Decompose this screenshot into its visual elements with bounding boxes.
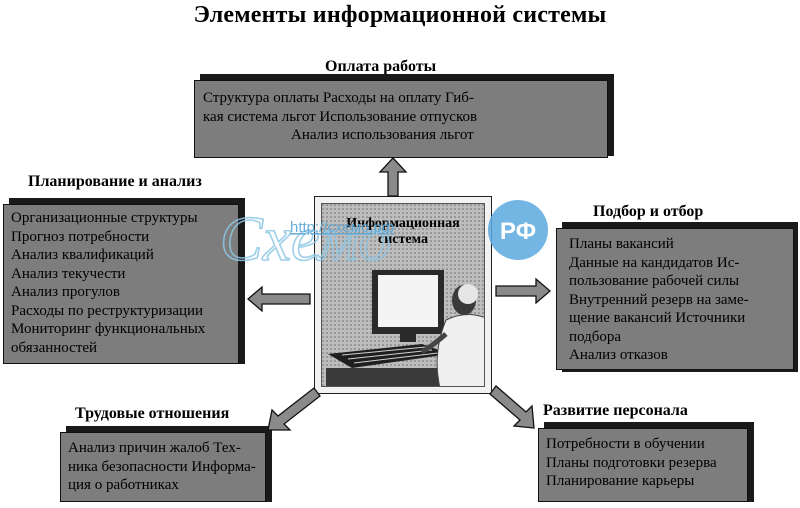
plan-line: Анализ прогулов <box>11 284 120 300</box>
arrow-left <box>247 285 311 313</box>
pay-line: Анализ использования льгот <box>291 127 474 143</box>
arrow-down-left <box>267 387 321 431</box>
dev-line: Планирование карьеры <box>546 473 695 489</box>
labor-line: ника безопасности Информа- <box>68 458 256 475</box>
labor-line: ция о работниках <box>68 477 179 493</box>
center-title-line: Информационная <box>346 216 460 231</box>
plan-line: Расходы по реструктуризации <box>11 302 204 319</box>
plan-line: Прогноз потребности <box>11 228 150 245</box>
select-line: Данные на кандидатов Ис- <box>569 254 740 271</box>
select-line: Планы вакансий <box>569 236 674 252</box>
pay-box: Структура оплаты Расходы на оплату Гиб- … <box>194 80 608 158</box>
center-title: Информационная система <box>322 216 484 248</box>
plan-heading: Планирование и анализ <box>28 173 202 190</box>
pay-heading: Оплата работы <box>325 58 437 75</box>
arrow-right <box>495 277 551 305</box>
dev-line: Планы подготовки резерва <box>546 454 717 471</box>
computer-operator-icon <box>322 204 484 386</box>
pay-line: Структура оплаты Расходы на оплату Гиб- <box>203 90 474 106</box>
select-box: Планы вакансий Данные на кандидатов Ис- … <box>556 228 794 370</box>
dev-heading: Развитие персонала <box>543 402 688 419</box>
select-line: Внутренний резерв на заме- <box>569 291 749 308</box>
plan-line: Анализ квалификаций <box>11 247 154 263</box>
plan-line: обязанностей <box>11 339 98 356</box>
pay-line: кая система льгот Использование отпусков <box>203 108 478 125</box>
plan-box: Организационные структуры Прогноз потреб… <box>3 204 239 364</box>
arrow-up <box>378 157 408 197</box>
arrow-down-right <box>489 385 535 429</box>
select-line: подбора <box>569 328 622 345</box>
select-line: щение вакансий Источники <box>569 310 746 326</box>
select-heading: Подбор и отбор <box>593 203 704 220</box>
watermark-badge: РФ <box>500 218 536 245</box>
select-line: пользование рабочей силы <box>569 273 740 289</box>
plan-line: Организационные структуры <box>11 210 198 226</box>
center-title-line: система <box>377 232 429 247</box>
labor-heading: Трудовые отношения <box>75 405 230 422</box>
select-line: Анализ отказов <box>569 347 668 363</box>
labor-box: Анализ причин жалоб Тех- ника безопаснос… <box>60 432 266 502</box>
dev-line: Потребности в обучении <box>546 436 705 452</box>
watermark-badge-icon <box>488 200 548 260</box>
center-illustration: Информационная система <box>321 203 485 387</box>
diagram-title: Элементы информационной системы <box>193 2 607 28</box>
plan-line: Мониторинг функциональных <box>11 321 206 337</box>
plan-line: Анализ текучести <box>11 265 126 282</box>
dev-box: Потребности в обучении Планы подготовки … <box>538 428 748 502</box>
labor-line: Анализ причин жалоб Тех- <box>68 440 241 456</box>
center-node: Информационная система <box>314 196 492 394</box>
